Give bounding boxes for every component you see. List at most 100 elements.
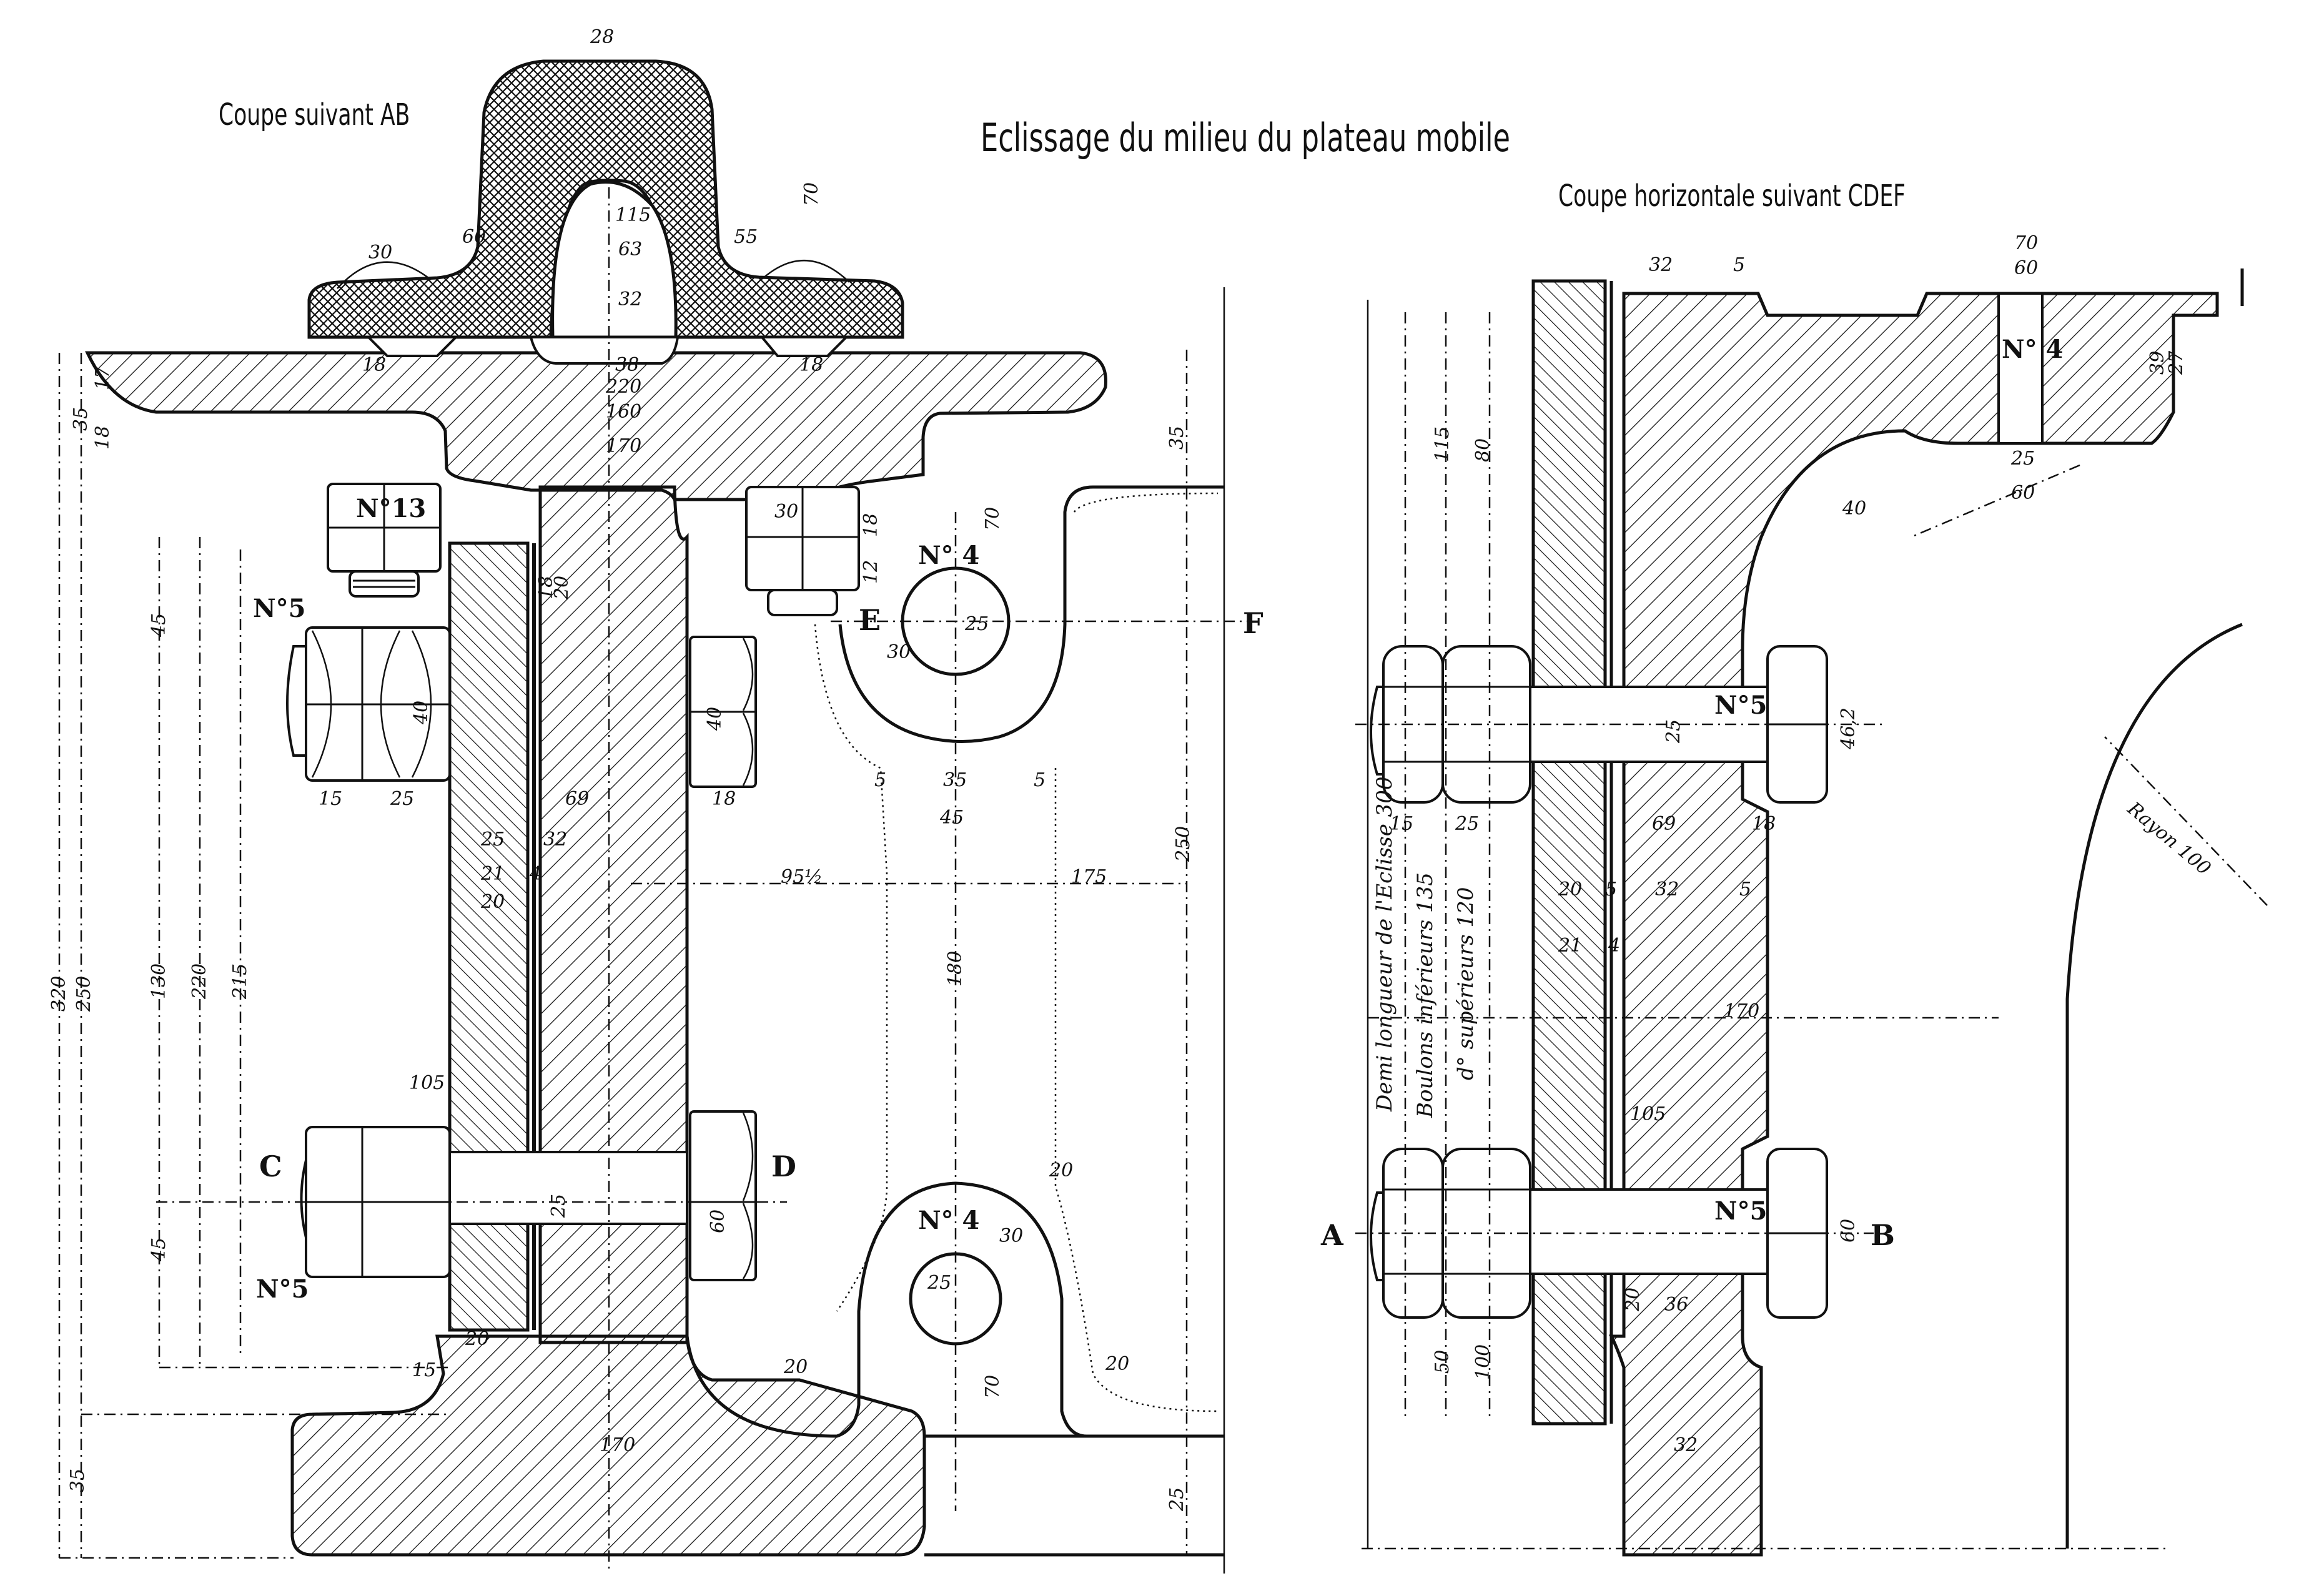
right-view-title: Coupe horizontale suivant CDEF xyxy=(1558,179,1906,214)
rail-profile xyxy=(307,59,904,339)
dim-25-bottom: 25 xyxy=(1166,1487,1188,1511)
dim-nut-30: 30 xyxy=(774,501,799,523)
dim-r30-top: 30 xyxy=(887,641,911,663)
rdim-36: 36 xyxy=(1664,1294,1689,1316)
rdim-100: 100 xyxy=(1472,1344,1494,1380)
dim-45-top: 45 xyxy=(148,613,170,637)
drawing-title: Eclissage du milieu du plateau mobile xyxy=(981,115,1510,160)
dim-95-half: 95½ xyxy=(781,866,823,888)
top-plate xyxy=(85,351,1107,501)
dim-55: 55 xyxy=(734,226,758,248)
dim-nut-12: 12 xyxy=(860,559,882,584)
dim-170-bottom: 170 xyxy=(600,1434,636,1456)
dim-70-top: 70 xyxy=(982,506,1004,531)
plate-slot-right xyxy=(759,336,849,357)
section-label-B: B xyxy=(1871,1218,1895,1252)
dim-r30-bottom: 30 xyxy=(999,1225,1024,1247)
dim-130: 130 xyxy=(148,963,170,999)
rdim-69: 69 xyxy=(1652,813,1676,835)
dim-bolt-25: 25 xyxy=(548,1193,570,1218)
rdim-5: 5 xyxy=(1605,879,1618,900)
dim-nut-40-left: 40 xyxy=(410,700,432,724)
rdim-32-top: 32 xyxy=(1649,254,1673,276)
rdim-80: 80 xyxy=(1472,438,1494,462)
right-dim-radius xyxy=(2104,736,2268,906)
dim-rail-height: 70 xyxy=(801,182,823,206)
dim-r15: 15 xyxy=(412,1359,437,1381)
part-label-pin-4-lower: N° 4 xyxy=(918,1206,980,1235)
dim-60: 60 xyxy=(462,226,487,248)
dim-r20-a: 20 xyxy=(465,1328,490,1350)
rdim-25: 25 xyxy=(2011,448,2035,470)
section-label-A: A xyxy=(1321,1218,1343,1252)
dim-25-web: 25 xyxy=(481,829,505,850)
rdim-21: 21 xyxy=(1558,935,1583,957)
right-plateau-section xyxy=(1608,292,2219,1557)
dim-320: 320 xyxy=(48,975,70,1012)
plate-slot-center xyxy=(529,336,680,365)
rdim-r40: 40 xyxy=(1842,498,1867,520)
dim-170-top: 170 xyxy=(606,435,642,457)
rivet-head-left xyxy=(337,261,432,289)
dim-105: 105 xyxy=(409,1072,445,1094)
dim-nut-25: 25 xyxy=(390,788,415,810)
dim-5-a: 5 xyxy=(874,769,887,791)
rdim-39: 39 xyxy=(2147,350,2168,375)
right-splice-bar xyxy=(1531,279,1607,1426)
right-pin-slot xyxy=(1997,292,2044,445)
dim-nut-18: 18 xyxy=(860,513,882,537)
right-section-view xyxy=(1355,268,2268,1557)
bolt-5-upper xyxy=(286,626,451,782)
part-label-bolt-5-right-upper: N°5 xyxy=(1714,691,1768,720)
dim-63: 63 xyxy=(618,239,643,260)
dim-35-left: 35 xyxy=(70,406,92,431)
rdim-70: 70 xyxy=(2014,232,2039,254)
right-dim-r40 xyxy=(1911,464,2080,538)
part-label-bolt-5-right-lower: N°5 xyxy=(1714,1196,1768,1226)
dim-r25-bottom: 25 xyxy=(927,1272,952,1294)
dim-45-bottom: 45 xyxy=(148,1237,170,1261)
rdim-170: 170 xyxy=(1724,1000,1760,1022)
part-label-pin-4-right: N° 4 xyxy=(2002,335,2064,364)
rdim-nut-60: 60 xyxy=(1837,1218,1859,1243)
dim-220: 220 xyxy=(606,376,642,398)
dim-32: 32 xyxy=(618,288,643,310)
rdim-115: 115 xyxy=(1431,426,1453,462)
vertical-web xyxy=(538,485,689,1344)
dim-115: 115 xyxy=(615,204,651,226)
dim-18-right: 18 xyxy=(799,354,824,376)
rdim-bolt-25: 25 xyxy=(1663,719,1684,743)
pin-hole-upper xyxy=(901,566,1011,676)
dim-250-right: 250 xyxy=(1172,825,1194,862)
section-label-F: F xyxy=(1243,606,1263,640)
dim-220-vert: 220 xyxy=(189,963,210,999)
rdim-60-top: 60 xyxy=(2014,257,2039,279)
rdim-32-bottom: 32 xyxy=(1674,1434,1698,1456)
left-view-title: Coupe suivant AB xyxy=(219,97,410,132)
rdim-nut-25: 25 xyxy=(1455,813,1480,835)
rivet-head-right xyxy=(761,260,850,283)
dim-r20-b: 20 xyxy=(784,1356,808,1378)
section-label-E: E xyxy=(859,603,881,637)
dim-180: 180 xyxy=(944,950,966,987)
bolt-5-lower xyxy=(300,1110,757,1281)
dim-35: 35 xyxy=(943,769,967,791)
dim-250: 250 xyxy=(73,975,95,1012)
dim-r20-d: 20 xyxy=(1105,1353,1130,1375)
dim-nut-40-right: 40 xyxy=(704,706,726,731)
dim-32-web: 32 xyxy=(543,829,568,850)
rail-web-gap xyxy=(551,180,678,339)
rdim-20: 20 xyxy=(1558,879,1583,900)
dim-45: 45 xyxy=(940,807,964,829)
plateau-upper-lug xyxy=(838,485,1224,743)
rdim-5-top: 5 xyxy=(1733,254,1746,276)
dim-r20-c: 20 xyxy=(1049,1160,1074,1181)
part-label-bolt-5-lower: N°5 xyxy=(256,1274,309,1304)
rdim-60-bottom: 60 xyxy=(2011,482,2035,504)
rdim-nut-46: 46,2 xyxy=(1837,707,1859,749)
dim-35-right: 35 xyxy=(1166,425,1188,450)
part-label-pin-4-upper: N° 4 xyxy=(918,541,980,570)
dim-18-vert: 18 xyxy=(92,425,114,450)
rdim-50: 50 xyxy=(1431,1349,1453,1374)
